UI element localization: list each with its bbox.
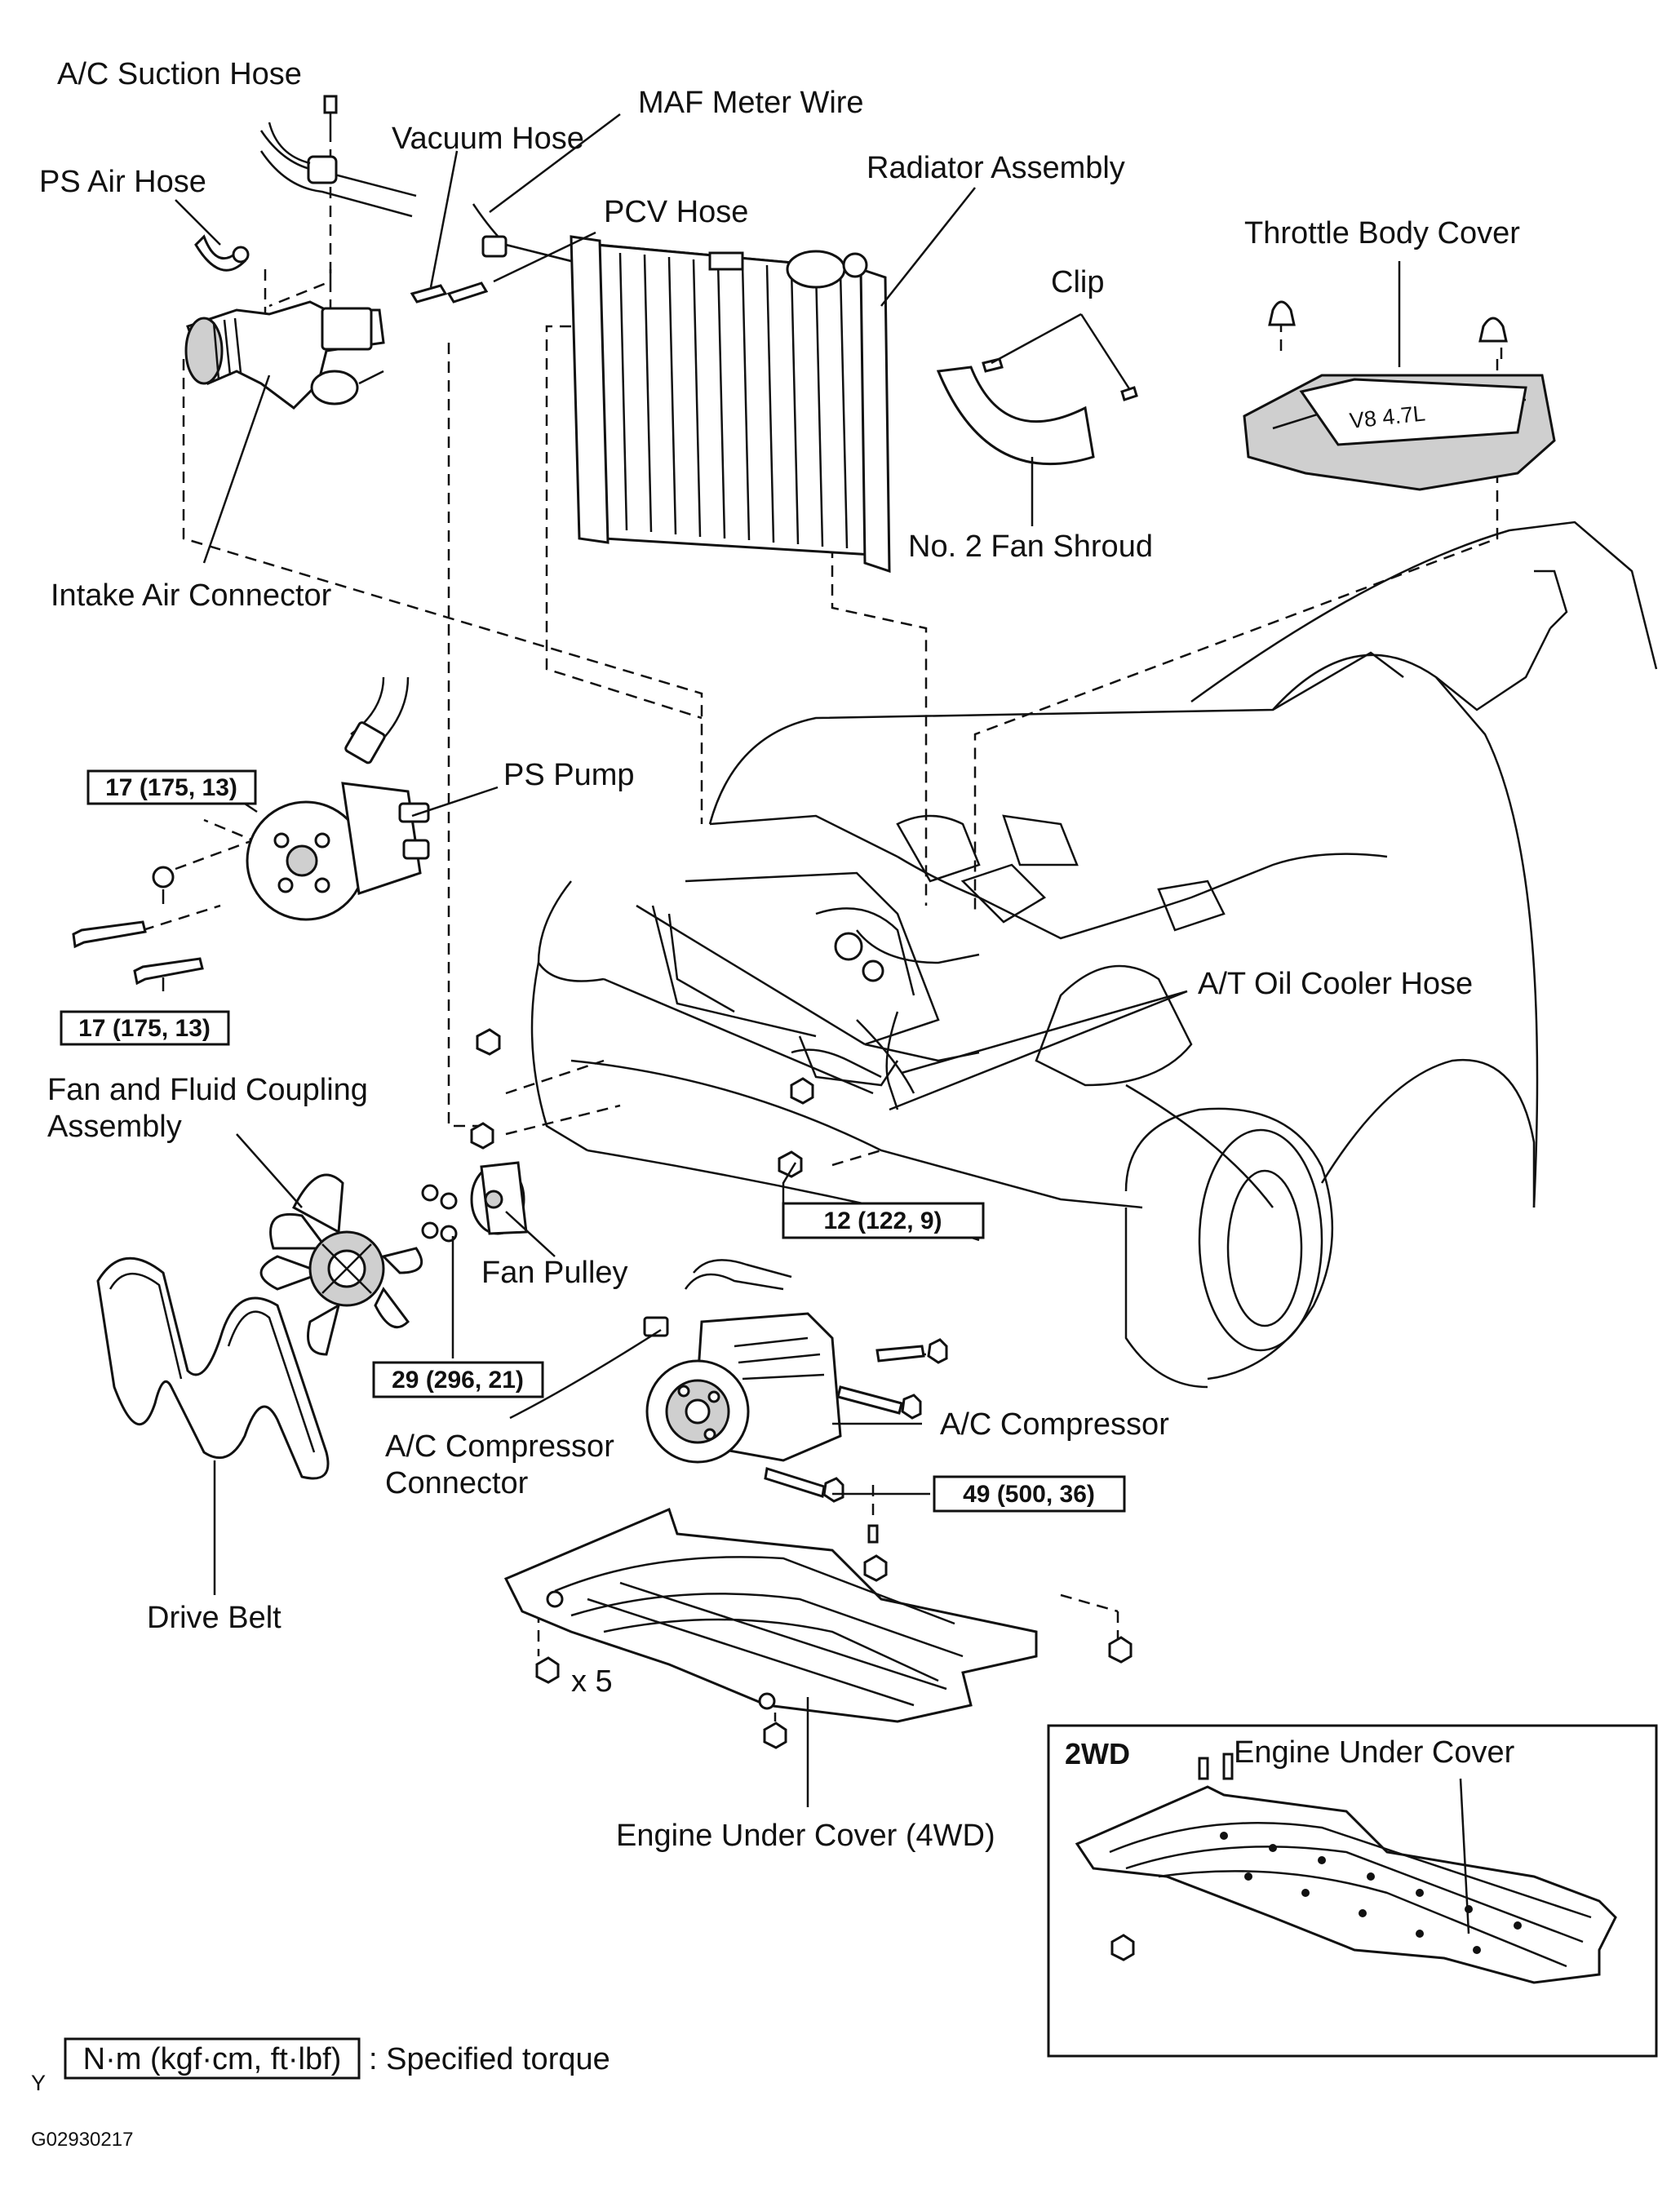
label-fan-coupling-line1: Fan and Fluid Coupling [47, 1073, 368, 1107]
pcv-hose-part [505, 243, 572, 263]
figure-id: G02930217 [31, 2129, 133, 2151]
label-at-oil-cooler-hose: A/T Oil Cooler Hose [1198, 967, 1473, 1001]
label-ac-compressor: A/C Compressor [940, 1407, 1169, 1442]
maf-meter-wire-part [472, 203, 572, 263]
corner-mark: Y [31, 2071, 46, 2095]
engine-under-cover-4wd-part [503, 1507, 1038, 1723]
leader-lines [162, 113, 1470, 1934]
label-engine-under-cover-4wd: Engine Under Cover (4WD) [616, 1819, 995, 1853]
ac-suction-hose-part [259, 95, 417, 218]
part-labels: A/C Suction Hose MAF Meter Wire Vacuum H… [39, 57, 1520, 1853]
label-throttle-body-cover: Throttle Body Cover [1244, 216, 1520, 250]
ps-pump-part [72, 676, 430, 986]
label-fan-coupling-line2: Assembly [47, 1110, 182, 1144]
torque-value: 17 (175, 13) [105, 774, 237, 801]
ac-compressor-part [643, 1259, 948, 1503]
no2-fan-shroud-part [936, 357, 1138, 466]
label-ac-suction-hose: A/C Suction Hose [57, 57, 302, 91]
torque-spec-compressor-bolt: 49 (500, 36) [933, 1475, 1126, 1513]
drive-belt-part [96, 1256, 330, 1480]
ps-air-hose-part [194, 234, 250, 272]
torque-spec-ps-pump-lower: 17 (175, 13) [60, 1010, 230, 1046]
torque-spec-bracket-bolt: 12 (122, 9) [782, 1202, 985, 1239]
vehicle-outline [530, 521, 1658, 1389]
torque-spec-fan-nuts: 29 (296, 21) [372, 1361, 544, 1398]
intake-air-connector-part [184, 300, 385, 410]
label-2wd: 2WD [1065, 1737, 1130, 1770]
under-cover-bolts [535, 1554, 1133, 1749]
vacuum-hose-part [410, 281, 489, 304]
label-ac-compressor-connector-line2: Connector [385, 1466, 529, 1500]
label-ps-air-hose: PS Air Hose [39, 165, 206, 199]
torque-legend: N·m (kgf·cm, ft·lbf) : Specified torque … [31, 2037, 610, 2151]
torque-value: 12 (122, 9) [823, 1208, 942, 1234]
torque-value: 49 (500, 36) [963, 1481, 1095, 1508]
label-drive-belt: Drive Belt [147, 1601, 281, 1635]
2wd-inset [1047, 1724, 1658, 2058]
torque-value: 17 (175, 13) [78, 1015, 211, 1042]
torque-spec-ps-pump-upper: 17 (175, 13) [86, 769, 257, 805]
label-pcv-hose: PCV Hose [604, 195, 748, 229]
label-maf-meter-wire: MAF Meter Wire [638, 86, 864, 120]
label-ps-pump: PS Pump [503, 758, 635, 792]
label-radiator-assembly: Radiator Assembly [867, 151, 1125, 185]
label-x5: x 5 [571, 1664, 613, 1699]
label-fan-pulley: Fan Pulley [481, 1256, 628, 1290]
label-engine-under-cover: Engine Under Cover [1234, 1735, 1515, 1770]
fan-assembly-part [259, 1173, 423, 1356]
throttle-body-cover-part: V8 4.7L [1243, 300, 1556, 491]
label-intake-air-connector: Intake Air Connector [51, 578, 332, 613]
legend-unit: N·m (kgf·cm, ft·lbf) [83, 2042, 342, 2076]
label-ac-compressor-connector-line1: A/C Compressor [385, 1429, 614, 1464]
label-no2-fan-shroud: No. 2 Fan Shroud [908, 530, 1153, 564]
fan-pulley-part [421, 1161, 528, 1243]
label-vacuum-hose: Vacuum Hose [392, 122, 584, 156]
legend-description: : Specified torque [369, 2042, 610, 2076]
radiator-assembly-part [570, 235, 891, 574]
vehicle-bolts [470, 1028, 814, 1178]
torque-value: 29 (296, 21) [392, 1367, 524, 1394]
label-clip: Clip [1051, 265, 1104, 299]
